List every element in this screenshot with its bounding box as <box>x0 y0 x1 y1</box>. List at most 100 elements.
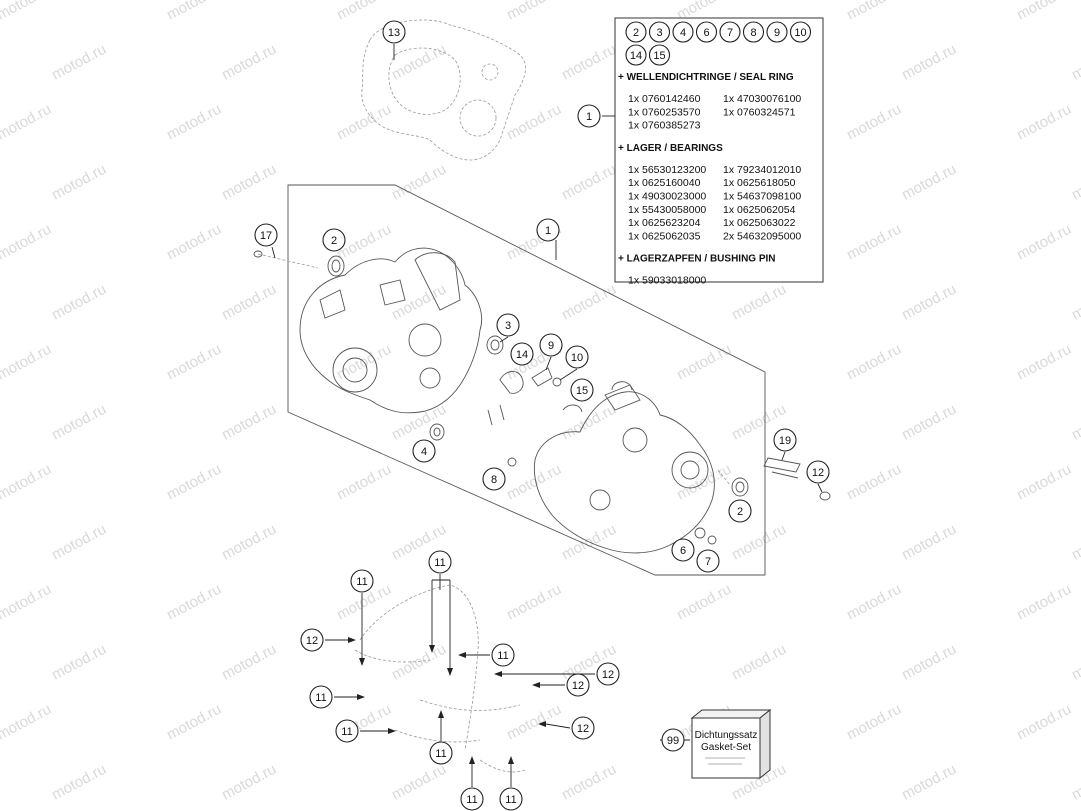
watermark-text: motod.ru <box>899 641 959 684</box>
watermark-text: motod.ru <box>729 521 789 564</box>
watermark-text: motod.ru <box>219 161 279 204</box>
watermark-text: motod.ru <box>49 281 109 324</box>
watermark-text: motod.ru <box>559 161 619 204</box>
watermark-text: motod.ru <box>164 341 224 384</box>
gasket-set-label-en: Gasket-Set <box>701 742 751 753</box>
watermark-text: motod.ru <box>559 761 619 804</box>
part-number-entry: 1x 0625623204 <box>628 217 701 229</box>
watermark-text: motod.ru <box>844 101 904 144</box>
callout-label: 11 <box>434 557 445 569</box>
watermark-text: motod.ru <box>0 101 54 144</box>
watermark-text: motod.ru <box>164 0 224 24</box>
watermark-text: motod.ru <box>559 281 619 324</box>
kit-number-label: 9 <box>774 27 780 39</box>
callout-label: 19 <box>779 435 791 447</box>
callout-2: 2 <box>728 499 752 523</box>
callout-label: 99 <box>667 735 679 747</box>
dowel-pin-drawing <box>253 250 319 269</box>
callout-12: 12 <box>566 673 590 697</box>
callout-label: 1 <box>586 111 592 123</box>
callout-11: 11 <box>428 550 452 574</box>
watermark-text: motod.ru <box>334 101 394 144</box>
kit-number-label: 15 <box>653 50 665 62</box>
callout-19: 19 <box>773 428 797 452</box>
part-number-entry: 1x 55430058000 <box>628 204 706 216</box>
watermark-text: motod.ru <box>504 0 564 24</box>
part-number-entry: 1x 0625063022 <box>723 217 796 229</box>
watermark-text: motod.ru <box>504 581 564 624</box>
callout-label: 12 <box>577 723 589 735</box>
callout-label: 1 <box>545 225 551 237</box>
kit-number-3: 3 <box>648 21 671 43</box>
watermark-text: motod.ru <box>559 41 619 84</box>
kit-number-label: 10 <box>794 27 806 39</box>
watermark-text: motod.ru <box>844 581 904 624</box>
watermark-text: motod.ru <box>1069 521 1081 564</box>
part-number-entry: 1x 0760253570 <box>628 106 701 118</box>
callout-3: 3 <box>496 313 520 337</box>
callout-label: 9 <box>548 340 554 352</box>
watermark-text: motod.ru <box>504 101 564 144</box>
watermark-text: motod.ru <box>1069 761 1081 804</box>
callout-8: 8 <box>482 467 506 491</box>
watermark-text: motod.ru <box>164 461 224 504</box>
seal-ring-drawing <box>327 255 345 277</box>
watermark-text: motod.ru <box>49 401 109 444</box>
callout-label: 14 <box>516 349 528 361</box>
watermark-text: motod.ru <box>1014 0 1074 24</box>
watermark-text: motod.ru <box>899 281 959 324</box>
watermark-text: motod.ru <box>899 521 959 564</box>
arrowheads <box>348 637 546 764</box>
callout-12: 12 <box>571 716 595 740</box>
kit-number-6: 6 <box>695 21 718 43</box>
watermark-text: motod.ru <box>844 701 904 744</box>
part-number-entry: 1x 56530123200 <box>628 164 706 176</box>
watermark-text: motod.ru <box>899 401 959 444</box>
watermark-text: motod.ru <box>49 641 109 684</box>
callout-11: 11 <box>350 569 374 593</box>
crankcase-gasket-drawing <box>361 19 526 161</box>
callout-label: 4 <box>421 446 427 458</box>
part-number-entry: 1x 49030023000 <box>628 191 706 203</box>
kit-number-row-2: 14 15 <box>625 44 671 66</box>
kit-number-10: 10 <box>789 21 812 43</box>
watermark-text: motod.ru <box>334 0 394 24</box>
bearing-drawing <box>429 335 504 441</box>
watermark-text: motod.ru <box>1014 101 1074 144</box>
watermark-text: motod.ru <box>1014 341 1074 384</box>
part-number-entry: 1x 0625160040 <box>628 177 701 189</box>
callout-12: 12 <box>806 460 830 484</box>
kit-number-label: 14 <box>630 50 642 62</box>
part-number-entry: 1x 0760385273 <box>628 120 701 132</box>
callout-1: 1 <box>536 218 560 242</box>
watermark-text: motod.ru <box>674 461 734 504</box>
watermark-text: motod.ru <box>334 461 394 504</box>
right-side-parts-drawing <box>507 457 831 545</box>
callout-label: 3 <box>505 320 511 332</box>
callout-14: 14 <box>510 342 534 366</box>
kit-number-9: 9 <box>766 21 788 43</box>
callout-12: 12 <box>300 628 324 652</box>
callout-6: 6 <box>671 538 695 562</box>
callout-11: 11 <box>429 741 453 765</box>
part-number-entry: 1x 0625062054 <box>723 204 796 216</box>
callout-15: 15 <box>570 378 594 402</box>
callout-label: 11 <box>435 748 446 760</box>
small-parts-drawing <box>487 367 583 426</box>
callout-2: 2 <box>322 228 346 252</box>
callout-label: 2 <box>737 506 743 518</box>
watermark-text: motod.ru <box>504 701 564 744</box>
watermark-text: motod.ru <box>49 161 109 204</box>
watermark-text: motod.ru <box>1069 281 1081 324</box>
kit-number-7: 7 <box>719 21 741 43</box>
callout-12: 12 <box>596 662 620 686</box>
callout-1: 1 <box>577 104 601 128</box>
callout-label: 12 <box>812 467 824 479</box>
watermark-text: motod.ru <box>899 41 959 84</box>
callout-label: 11 <box>497 650 508 662</box>
watermark-text: motod.ru <box>1014 581 1074 624</box>
watermark-text: motod.ru <box>164 581 224 624</box>
